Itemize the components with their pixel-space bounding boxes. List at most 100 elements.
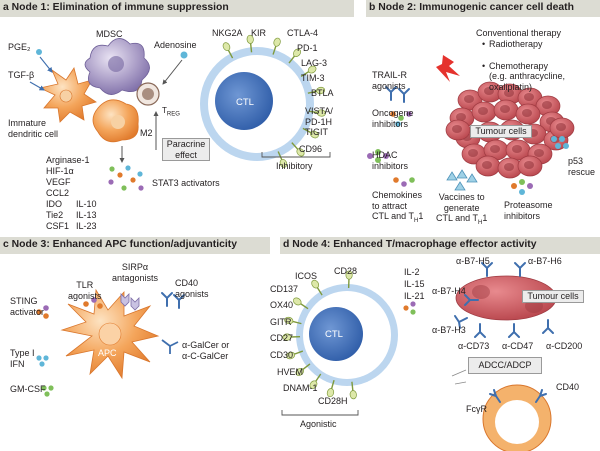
sirpa-label: SIRPα antagonists	[112, 262, 159, 283]
fcgr-cd40-antibodies	[489, 389, 547, 403]
cd40-agonist-antibodies	[161, 292, 185, 309]
proteasome-inhibitor-dots	[511, 179, 533, 195]
b7h3-label: α-B7-H3	[432, 325, 466, 335]
agonistic-receptor-stalk	[314, 373, 322, 383]
chemokine-dots	[393, 177, 415, 187]
tlr-label: TLR agonists	[68, 280, 102, 301]
inhibitory-receptor-stalk	[277, 151, 283, 161]
tumour-cell-nucleus	[524, 93, 534, 101]
agonistic-receptor-head	[311, 279, 320, 289]
panel-d-header: d Node 4: Enhanced T/macrophage effector…	[280, 237, 600, 254]
agonistic-receptor-stalk	[293, 350, 304, 356]
agonistic-receptor-stalk	[330, 379, 335, 390]
secreted-factor-dots	[108, 165, 144, 191]
panel-a-header: a Node 1: Elimination of immune suppress…	[0, 0, 354, 17]
inhibitory-receptor-label: CTLA-4	[287, 28, 319, 38]
inhibitory-label: Inhibitory	[276, 161, 313, 171]
ctl-label-node4: CTL	[325, 329, 343, 340]
agonistic-receptor-head	[345, 270, 353, 280]
type1-ifn-dots	[36, 355, 49, 367]
agonistic-receptor-head	[349, 390, 357, 400]
inhibitory-receptor-stalk	[302, 127, 313, 134]
agonistic-receptor-stalk	[301, 363, 311, 371]
apc-label: APC	[98, 348, 117, 358]
inhibitory-receptor-head	[273, 37, 281, 47]
tlr-agonist-dots	[83, 297, 103, 309]
tumour-cells-box-node2: Tumour cells	[470, 125, 532, 138]
gmcsf-dots	[41, 385, 54, 397]
agonistic-receptor-stalk	[299, 302, 309, 310]
agonistic-receptor-stalk	[291, 320, 302, 325]
galcer-label: α-GalCer or α-C-GalCer	[182, 340, 230, 361]
tumour-cell-nucleus	[522, 109, 532, 117]
agonistic-receptor-stalk	[351, 381, 354, 392]
inhibitory-receptor-stalk	[288, 54, 296, 64]
tumour-cell-nucleus	[464, 95, 474, 103]
inhibitory-receptor-label: KIR	[251, 28, 267, 38]
inhibitory-receptor-head	[307, 65, 317, 74]
agonistic-receptor-head	[309, 380, 318, 390]
inhibitory-receptor-head	[316, 86, 326, 95]
agonistic-receptor-label: CD27	[270, 333, 294, 343]
inhibitory-receptor-stalk	[227, 48, 234, 59]
suppressive-factors-list: Arginase-1 HIF-1α VEGF CCL2 IDO Tie2 CSF…	[46, 155, 90, 231]
p53-rescue-dots	[551, 136, 569, 149]
agonistic-receptor-head	[295, 367, 304, 376]
cytokine-dots	[403, 301, 416, 315]
adenosine-label: Adenosine	[154, 40, 197, 50]
agonistic-receptor-stalk	[316, 286, 323, 296]
agonistic-receptor-head	[286, 351, 296, 360]
proteasome-label: Proteasome inhibitors	[504, 200, 553, 221]
tumour-cell-nucleus	[524, 161, 534, 169]
chemotherapy-label: Chemotherapy (e.g. anthracycline, oxalip…	[482, 61, 600, 93]
inhibitory-receptor-head	[296, 148, 305, 157]
tumour-cell-nucleus	[452, 125, 462, 133]
sting-activator-dots	[36, 305, 49, 319]
agonistic-receptor-head	[284, 316, 294, 325]
radiotherapy-label: Radiotherapy	[482, 39, 600, 50]
tgfb-label: TGF-β	[8, 70, 35, 80]
cd73-label: α-CD73	[458, 341, 490, 351]
tumour-cells-box-node4: Tumour cells	[522, 290, 584, 303]
inhibitory-receptor-stalk	[308, 110, 319, 114]
chemokines-label: Chemokines to attract CTL and TH1	[372, 190, 424, 224]
inhibitory-receptor-head	[316, 109, 326, 117]
ctl-cell-node4	[296, 284, 398, 386]
inhibitory-receptor-label: NKG2A	[212, 28, 243, 38]
interleukin-list: IL-10 IL-13 IL-23	[76, 199, 97, 231]
cd47-label: α-CD47	[502, 341, 534, 351]
inhibitory-receptor-label: PD-1	[297, 43, 318, 53]
inhibitory-receptor-stalk	[300, 70, 310, 78]
type1-ifn-label: Type I IFN	[10, 348, 35, 369]
b7h6-label: α-B7-H6	[528, 256, 562, 266]
panel-b-header: b Node 2: Immunogenic cancer cell death	[366, 0, 600, 17]
tumour-cell-nucleus	[556, 123, 566, 131]
tumour-cell-nucleus	[490, 145, 500, 153]
tumour-cell-nucleus	[456, 113, 466, 121]
ctl-label-node1: CTL	[236, 97, 254, 108]
tumour-cell-nucleus	[512, 145, 522, 153]
conventional-therapy-label: Conventional therapy	[476, 28, 562, 38]
inhibitory-receptor-stalk	[291, 142, 300, 151]
treg-label: TREG	[162, 106, 180, 118]
paracrine-effect-box: Paracrine effect	[162, 138, 210, 161]
checkpoint-antibodies-node4	[454, 262, 554, 338]
panel-c-header: c Node 3: Enhanced APC function/adjuvant…	[0, 237, 270, 254]
sirpa-antagonist-icons	[120, 293, 140, 311]
tumour-cell-nucleus	[500, 105, 510, 113]
cd40-agonist-label: CD40 agonists	[175, 278, 209, 299]
agonistic-receptor-label: CD28H	[318, 396, 348, 406]
fcgr-label: FcγR	[466, 404, 487, 414]
tumour-cell-nucleus	[542, 101, 552, 109]
b7h4-label: α-B7-H4	[432, 286, 466, 296]
agonistic-receptor-label: CD30	[270, 350, 294, 360]
tumour-cell-nucleus	[482, 161, 492, 169]
inhibitory-receptor-head	[246, 34, 254, 44]
inhibitory-receptor-label: LAG-3	[301, 58, 328, 68]
inhibitory-receptor-head	[222, 42, 231, 51]
inhibitory-receptor-label: CD96	[299, 144, 323, 154]
agonistic-receptor-label: CD28	[334, 266, 358, 276]
hdac-inhibitor-dots	[367, 149, 389, 163]
agonistic-receptor-label: GITR	[270, 317, 292, 327]
inhibitory-receptor-label: VISTA/ PD-1H	[305, 106, 333, 127]
